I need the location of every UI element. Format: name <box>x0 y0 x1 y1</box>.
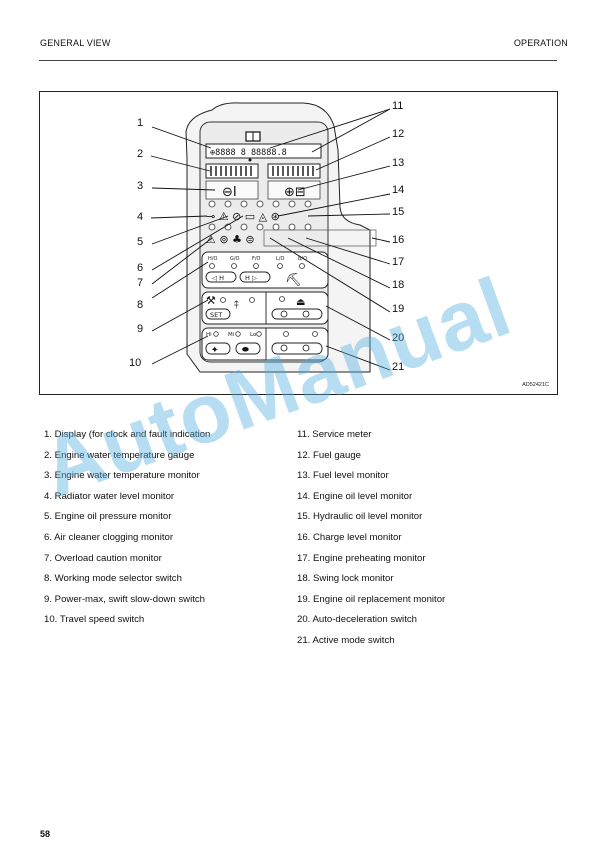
caption-item: 7. Overload caution monitor <box>44 552 162 564</box>
crane-icon: ⚒ <box>206 294 216 307</box>
water-temperature-gauge <box>205 163 259 179</box>
caption-item: 4. Radiator water level monitor <box>44 490 175 502</box>
auto-deceleration-button[interactable] <box>271 308 323 320</box>
callout-1: 1 <box>137 117 144 129</box>
travel-label-lo: Lo <box>250 332 257 338</box>
header-rule <box>39 60 557 61</box>
callout-9: 9 <box>137 323 144 335</box>
svg-text:H ▷: H ▷ <box>245 274 257 282</box>
operator-icon: ⛏ <box>285 273 302 288</box>
caption-item: 18. Swing lock monitor <box>297 573 394 585</box>
callout-8: 8 <box>137 299 144 311</box>
fuel-gauge <box>267 163 321 179</box>
callout-13: 13 <box>392 157 405 169</box>
page-number: 58 <box>40 829 51 839</box>
travel-slow-button[interactable] <box>235 342 261 355</box>
travel-label-hi: Hi <box>206 332 212 338</box>
caption-item: 2. Engine water temperature gauge <box>44 449 195 461</box>
leader-lines-left <box>150 126 244 365</box>
caption-item: 8. Working mode selector switch <box>44 573 182 585</box>
monitor-icons-row2: ⚠ ⊚ ♣ ⊜ <box>206 233 255 246</box>
rabbit-icon: ⯌ <box>212 345 218 354</box>
mode-label-go: G/O <box>230 256 240 262</box>
callout-10: 10 <box>129 357 142 369</box>
display-window <box>205 143 322 159</box>
callout-19: 19 <box>392 303 405 315</box>
callout-16: 16 <box>392 234 405 246</box>
monitor-lamps-row2 <box>208 223 312 231</box>
caption-item: 20. Auto-deceleration switch <box>297 614 417 626</box>
callout-12: 12 <box>392 128 405 140</box>
caption-list-right: 11. Service meter 12. Fuel gauge 13. Fue… <box>297 425 445 652</box>
callout-5: 5 <box>137 236 144 248</box>
caption-item: 10. Travel speed switch <box>44 614 145 626</box>
caption-item: 12. Fuel gauge <box>297 449 362 461</box>
callout-20: 20 <box>392 332 405 344</box>
caption-item: 15. Hydraulic oil level monitor <box>297 511 423 523</box>
mode-up-button[interactable] <box>239 271 271 283</box>
working-mode-selector <box>201 251 329 289</box>
caption-item: 17. Engine preheating monitor <box>297 552 426 564</box>
svg-text:SET: SET <box>210 311 222 319</box>
callout-17: 17 <box>392 256 405 268</box>
caption-list-left: 1. Display (for clock and fault indicati… <box>44 425 210 631</box>
caption-item: 14. Engine oil level monitor <box>297 490 413 502</box>
callout-4: 4 <box>137 211 144 223</box>
caption-item: 13. Fuel level monitor <box>297 470 389 482</box>
callout-21: 21 <box>392 361 405 373</box>
monitor-panel-figure: ⊕8888 8 88888.8 ⊖Ⅰ ⊕⊟ ⊸ ⚠ ⊘ ▭ ◬ ⊛ <box>39 91 558 395</box>
section-header: GENERAL VIEW <box>40 38 111 48</box>
mode-label-lo: L/O <box>276 256 284 262</box>
arm-icon: ⤉ <box>234 298 240 311</box>
callout-7: 7 <box>137 277 144 289</box>
svg-text:⊕8888 8 88888.8: ⊕8888 8 88888.8 <box>210 148 287 158</box>
callout-14: 14 <box>392 184 405 196</box>
monitor-lamps-row1 <box>208 200 312 208</box>
travel-fast-button[interactable] <box>205 342 231 355</box>
caption-item: 16. Charge level monitor <box>297 531 402 543</box>
monitor-panel-drawing: ⊕8888 8 88888.8 ⊖Ⅰ ⊕⊟ ⊸ ⚠ ⊘ ▭ ◬ ⊛ <box>150 102 391 373</box>
callout-15: 15 <box>392 206 405 218</box>
leader-lines-right <box>269 108 391 371</box>
caption-item: 19. Engine oil replacement monitor <box>297 593 446 605</box>
figure-code: AD52421C <box>522 382 549 388</box>
travel-label-mi: Mi <box>228 332 235 338</box>
mode-label-fo: F/O <box>252 256 261 262</box>
callout-3: 3 <box>137 180 144 192</box>
fuel-pump-icon: ⊕⊟ <box>284 185 306 200</box>
caption-item: 11. Service meter <box>297 429 372 440</box>
caption-item: 5. Engine oil pressure monitor <box>44 511 172 523</box>
caption-item: 9. Power-max, swift slow-down switch <box>44 593 206 605</box>
callout-2: 2 <box>137 148 144 160</box>
water-temperature-icon: ⊖Ⅰ <box>222 185 237 200</box>
callout-18: 18 <box>392 279 405 291</box>
mode-label-ho: H/O <box>208 256 217 262</box>
caption-item: 1. Display (for clock and fault indicati… <box>44 429 211 440</box>
active-mode-button[interactable] <box>271 342 323 355</box>
svg-text:◁ H: ◁ H <box>212 274 224 282</box>
chapter-header: OPERATION <box>513 38 568 48</box>
caption-item: 3. Engine water temperature monitor <box>44 470 200 482</box>
mode-down-button[interactable] <box>205 271 237 283</box>
caption-item: 6. Air cleaner clogging monitor <box>44 531 174 543</box>
caption-item: 21. Active mode switch <box>297 634 395 646</box>
callout-6: 6 <box>137 262 144 274</box>
callout-11: 11 <box>392 100 404 112</box>
auto-decel-icon: ⏏ <box>296 297 305 308</box>
mode-label-bo: B/O <box>298 256 307 262</box>
turtle-icon: ⬬ <box>242 345 249 354</box>
set-button[interactable] <box>205 308 231 320</box>
